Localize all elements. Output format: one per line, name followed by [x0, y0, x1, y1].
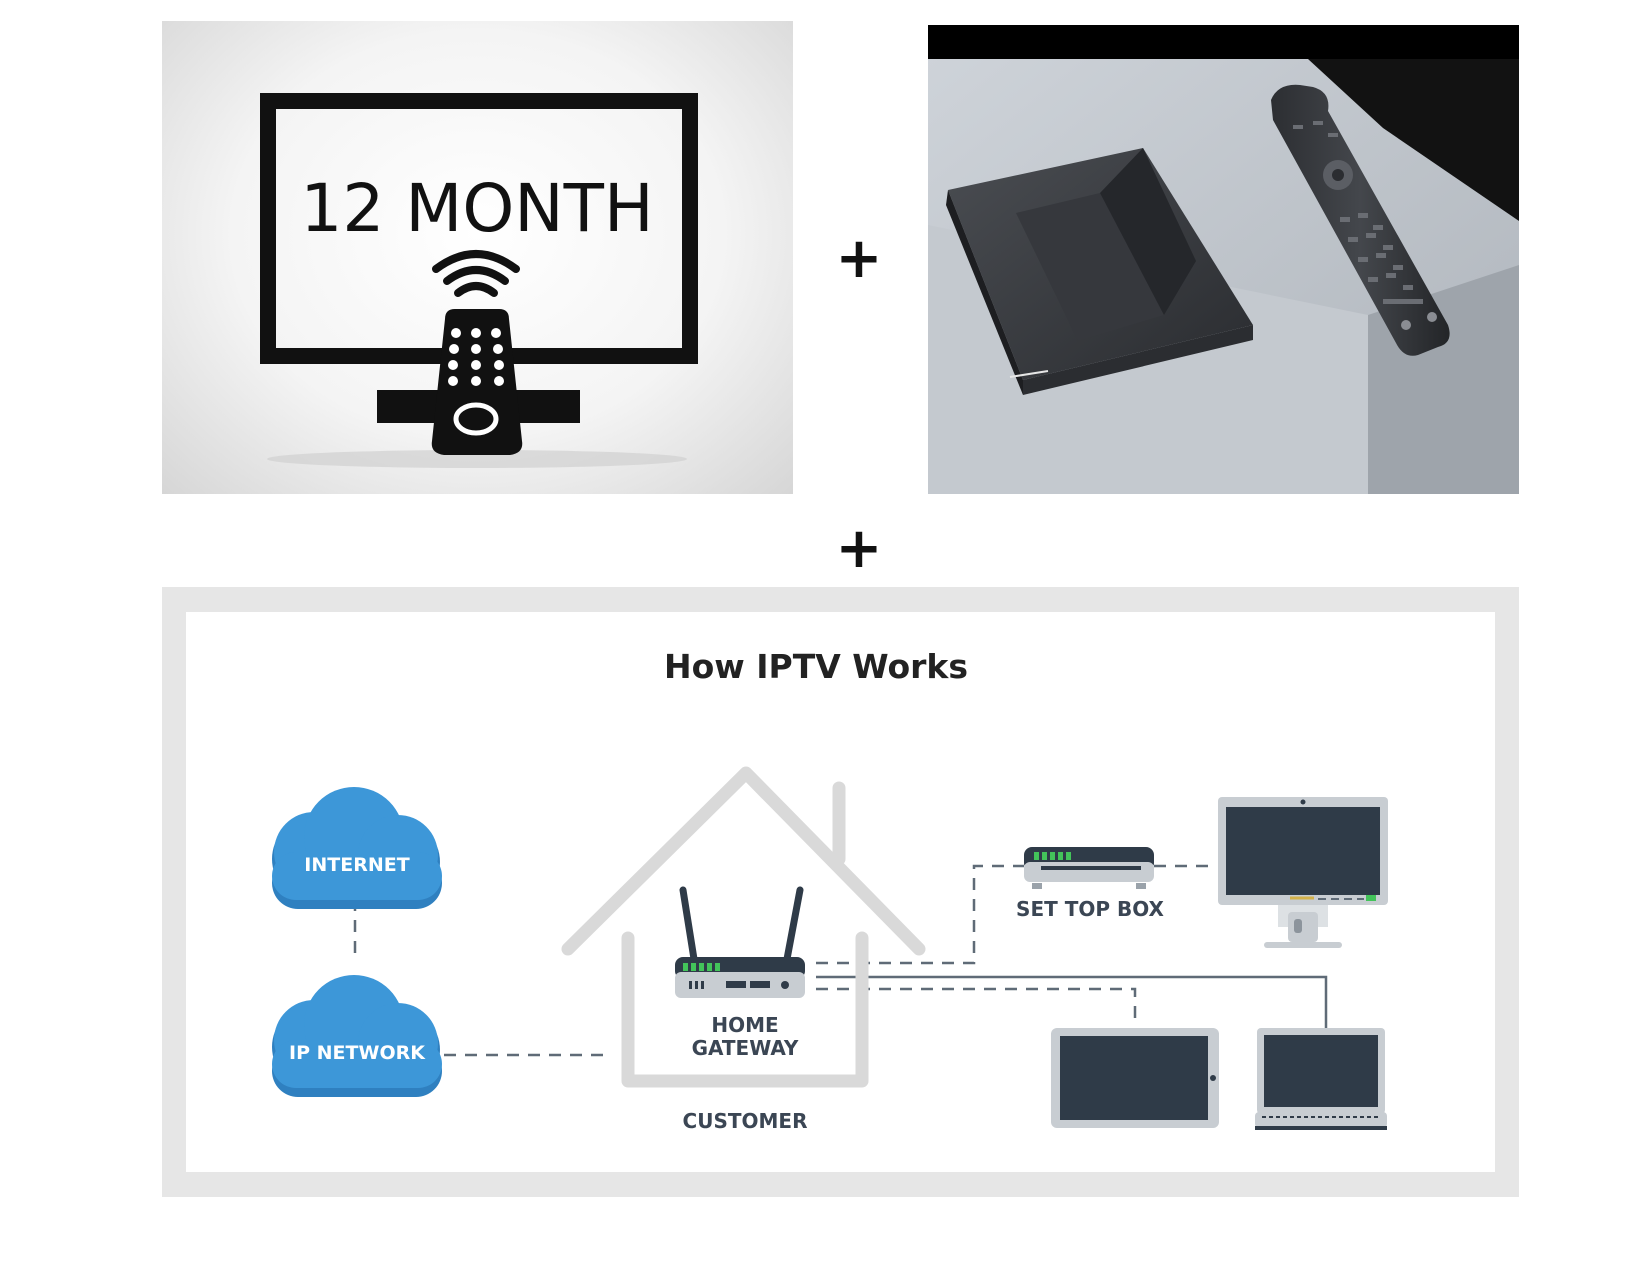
plus-sign-middle: + — [835, 516, 883, 581]
remote-control-photo — [1271, 84, 1450, 356]
home-gateway-label-1: HOME — [711, 1013, 778, 1037]
home-gateway-label-2: GATEWAY — [692, 1036, 799, 1060]
house-icon — [561, 766, 926, 1088]
set-top-box-photo — [928, 25, 1519, 494]
internet-label: INTERNET — [304, 854, 409, 876]
iptv-diagram: How IPTV Works INTERN — [186, 612, 1495, 1172]
tv-subscription-card: 12 MONTH — [162, 21, 793, 494]
plus-sign-top: + — [835, 226, 883, 291]
set-top-box-label: SET TOP BOX — [1016, 897, 1164, 921]
tablet-icon — [1051, 1028, 1219, 1128]
customer-label: CUSTOMER — [683, 1109, 808, 1133]
cloud-icon: IP NETWORK — [272, 975, 442, 1097]
tv-headline: 12 MONTH — [300, 170, 653, 247]
cloud-icon: INTERNET — [272, 787, 442, 909]
ip-network-label: IP NETWORK — [289, 1042, 426, 1064]
monitor-icon — [1218, 797, 1388, 948]
tv-remote-icon: 12 MONTH — [260, 93, 698, 468]
iptv-diagram-frame: How IPTV Works INTERN — [162, 587, 1519, 1197]
wifi-signal-icon — [432, 250, 520, 297]
router-icon — [675, 886, 805, 998]
laptop-icon — [1255, 1028, 1387, 1130]
diagram-title: How IPTV Works — [664, 647, 968, 686]
set-top-box-icon — [1024, 847, 1154, 889]
